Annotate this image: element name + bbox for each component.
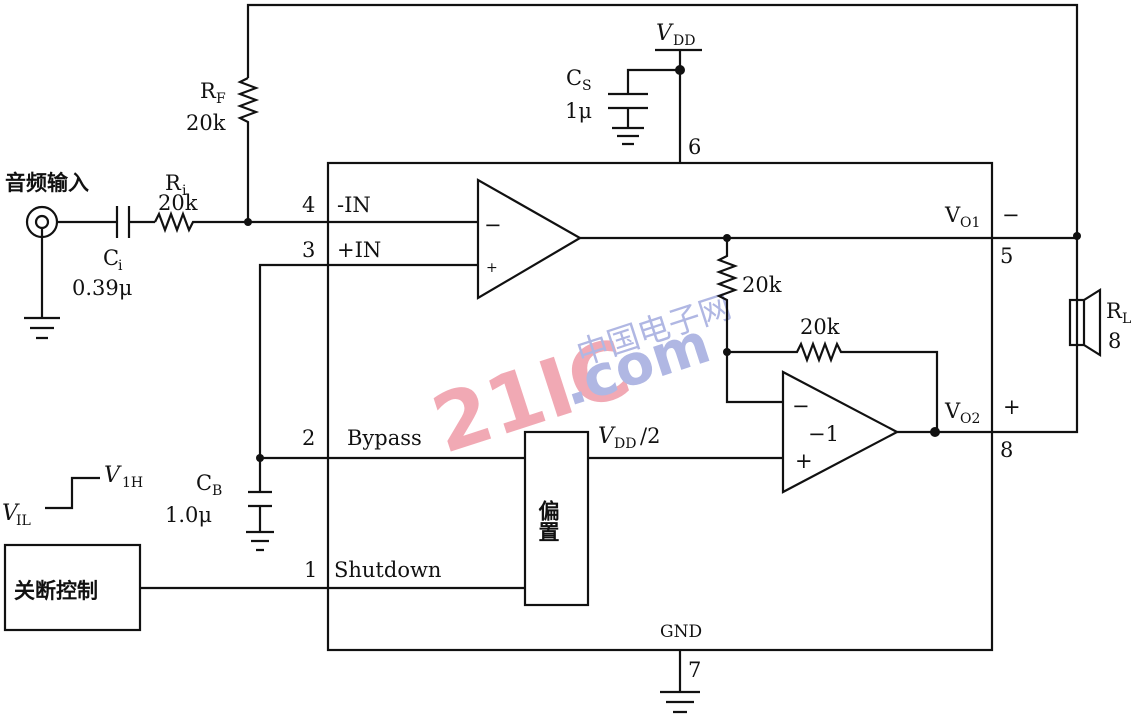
bias-block <box>523 430 590 607</box>
labels-gain-label: −1 <box>808 422 839 446</box>
components-ci-name-label: C <box>103 246 119 270</box>
r-fb2-resistor <box>727 340 939 432</box>
labels-vo2-label: V <box>944 399 961 423</box>
amplifier-chip <box>326 161 994 652</box>
components-rf-name-label: R <box>200 79 217 103</box>
components-ri-name-label: R <box>165 171 182 195</box>
components-rl-value-label: 8 <box>1108 329 1121 353</box>
ri-resistor <box>154 210 478 234</box>
cs-capacitor <box>608 48 702 163</box>
labels-minus-label: − <box>484 213 502 237</box>
r-fb1-resistor <box>715 238 783 404</box>
components-rf-sub-label: F <box>216 91 226 107</box>
logic-level-step <box>45 476 100 510</box>
labels-pin8-label: 8 <box>1000 438 1013 462</box>
labels-bypass-label: Bypass <box>347 426 422 450</box>
labels-minus-label: − <box>792 394 810 418</box>
components-rf-value-label: 20k <box>186 111 226 135</box>
components-ri-sub-label: i <box>182 183 187 199</box>
labels-pin6-label: 6 <box>688 135 701 159</box>
components-cs-sub-label: S <box>582 78 592 94</box>
opamp-2 <box>781 370 900 494</box>
labels-pin7-label: 7 <box>688 658 701 682</box>
labels-bias-label: 偏置 <box>536 499 560 542</box>
components-r-fb2-value-label: 20k <box>800 315 840 339</box>
labels-vih-sub-label: 1H <box>122 475 143 491</box>
labels-vo1-sub-label: O1 <box>960 215 980 231</box>
components-cs-value-label: 1μ <box>565 99 592 123</box>
labels-vil-label: V <box>2 501 20 526</box>
components-cb-sub-label: B <box>212 483 222 499</box>
components-rl-name-label: R <box>1106 299 1123 323</box>
labels-vo1-label: V <box>944 203 961 227</box>
labels-vih-label: V <box>104 463 122 488</box>
audio-input-label: 音频输入 <box>5 171 89 195</box>
components-rl-sub-label: L <box>1122 311 1131 327</box>
labels-vil-sub-label: IL <box>16 513 31 529</box>
labels-vdd-label: V <box>656 21 674 46</box>
labels-minus-label: − <box>1002 203 1020 227</box>
labels-in-minus-label: -IN <box>337 193 371 217</box>
junction-dot <box>244 218 252 226</box>
cb-capacitor <box>246 263 478 552</box>
labels-shutdown-control-label: 关断控制 <box>14 579 98 603</box>
junction-dot <box>1073 232 1081 240</box>
junction-dot <box>34 214 50 230</box>
labels-plus-label: + <box>795 449 813 473</box>
junction-dot <box>930 427 940 437</box>
labels-vdd-half-label: /2 <box>640 424 660 448</box>
components-cb-value-label: 1.0μ <box>165 503 212 527</box>
ci-capacitor <box>115 206 131 238</box>
labels-vo2-sub-label: O2 <box>960 411 980 427</box>
components-ri-value-label: 20k <box>158 191 198 215</box>
labels-pin4-label: 4 <box>302 193 315 217</box>
watermark: 21IC .com 中国电子网 <box>422 287 736 471</box>
components-r-fb1-value-label: 20k <box>742 273 782 297</box>
speaker-rl <box>1068 298 1086 347</box>
labels-vdd-sub-label: DD <box>673 33 695 49</box>
opamp-1 <box>476 178 583 300</box>
rf-resistor <box>236 77 260 222</box>
components-cs-name-label: C <box>566 66 582 90</box>
labels-vdd-sub-label: DD <box>614 436 636 452</box>
labels-vdd-label: V <box>598 424 616 449</box>
labels-plus-label: + <box>486 260 498 276</box>
ground-symbol <box>660 650 700 714</box>
labels-pin2-label: 2 <box>302 426 315 450</box>
labels-pin5-label: 5 <box>1000 244 1013 268</box>
junction-dot <box>675 65 685 75</box>
wire <box>24 220 155 340</box>
wire <box>1083 288 1102 357</box>
feedback-wire <box>246 3 1079 434</box>
labels-plus-label: + <box>1003 395 1021 419</box>
labels-pin1-label: 1 <box>304 558 317 582</box>
components-ci-value-label: 0.39μ <box>72 276 132 300</box>
labels-pin3-label: 3 <box>302 238 315 262</box>
labels-shutdown-label: Shutdown <box>334 558 441 582</box>
components-ci-sub-label: i <box>118 258 123 274</box>
labels-in-plus-label: +IN <box>337 238 381 262</box>
components-cb-name-label: C <box>196 471 212 495</box>
labels-gnd-label: GND <box>660 622 702 642</box>
